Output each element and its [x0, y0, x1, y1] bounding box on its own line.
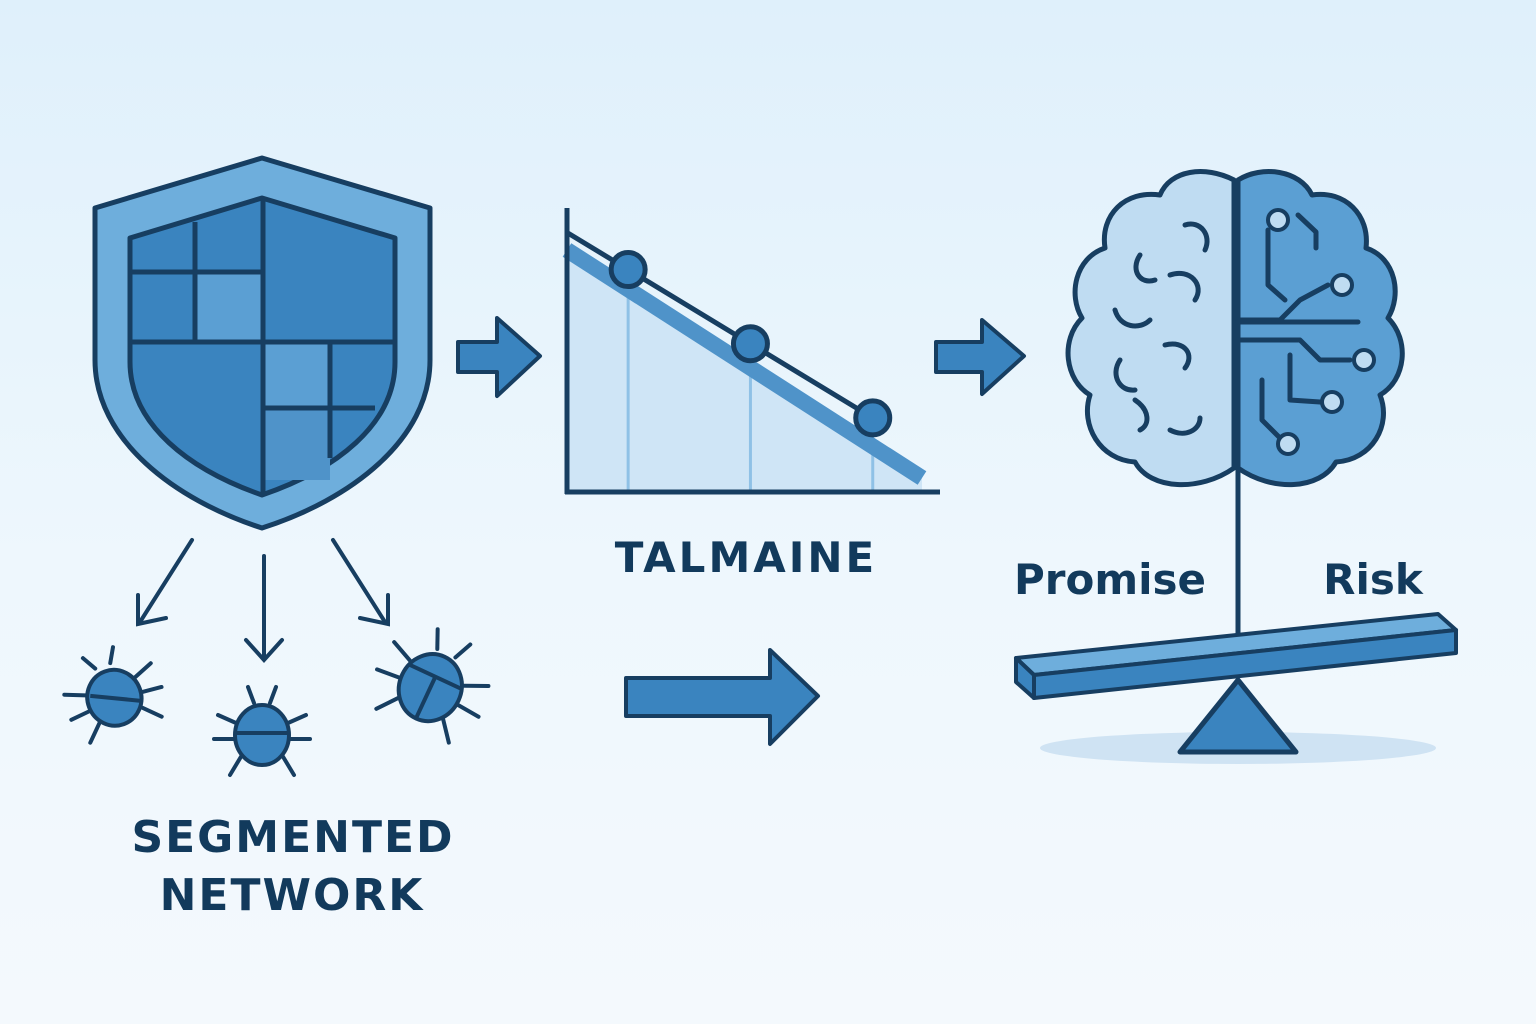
risk-label: Risk [1323, 555, 1424, 604]
arrow-icon [934, 318, 1026, 396]
chart-label: TALMAINE [615, 533, 877, 582]
chart-series-line [565, 230, 875, 420]
bug-icon [374, 627, 491, 745]
arrow-icon [624, 648, 820, 746]
chart-point [853, 398, 893, 438]
network-label-line2: NETWORK [160, 870, 425, 921]
line-chart-icon [562, 208, 940, 495]
chart-point [608, 250, 648, 290]
chart-point [730, 324, 770, 364]
brain-circuit-icon [1065, 169, 1405, 487]
split-arrows [136, 538, 390, 663]
bug-icon [62, 645, 164, 745]
network-label-line1: SEGMENTED [131, 812, 454, 863]
shield-icon [92, 155, 433, 531]
balance-scale-icon [1014, 468, 1458, 764]
arrow-icon [456, 316, 542, 398]
promise-label: Promise [1014, 555, 1206, 604]
bug-icon [212, 685, 312, 777]
